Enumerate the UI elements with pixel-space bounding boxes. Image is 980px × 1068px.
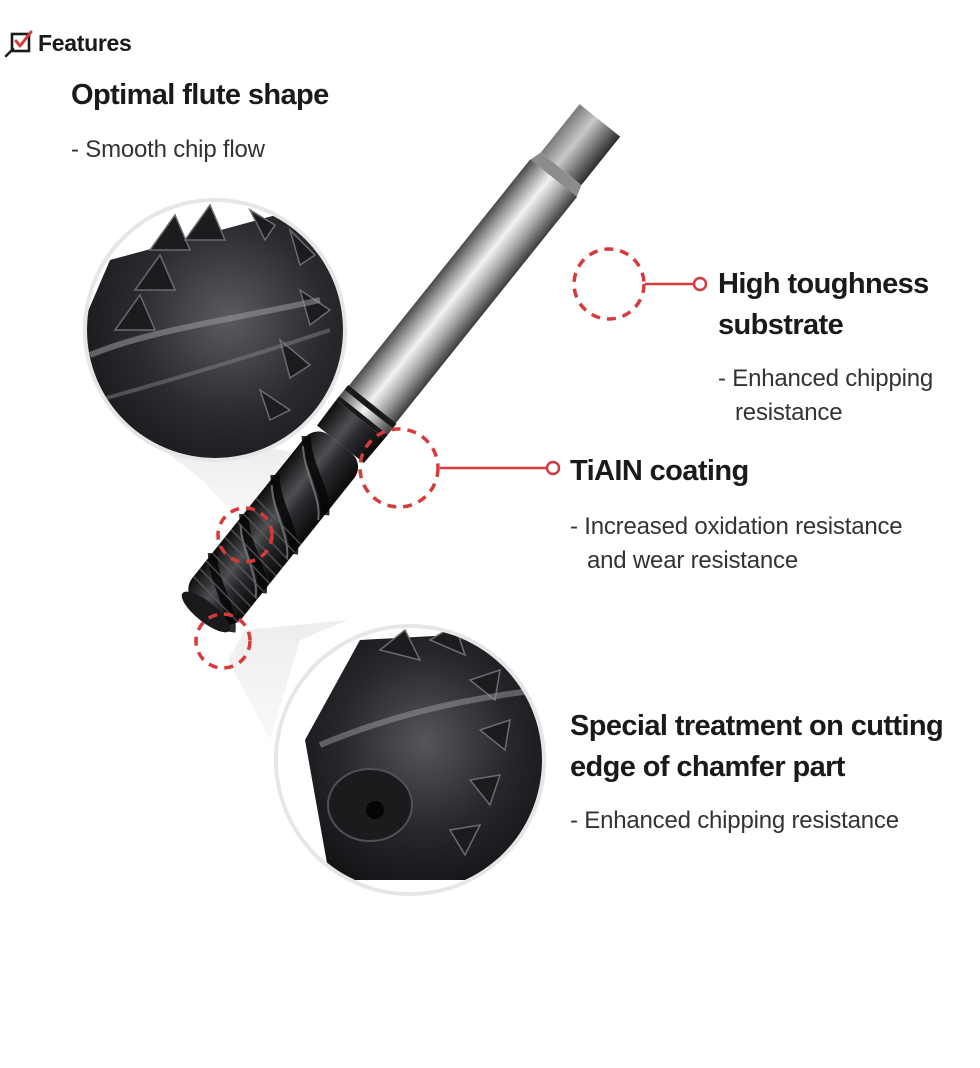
chamfer-feature-desc: - Enhanced chipping resistance [570, 804, 899, 838]
coating-feature-desc: - Increased oxidation resistance and wea… [570, 510, 903, 578]
features-header: Features [4, 28, 132, 58]
substrate-feature-desc: - Enhanced chipping resistance [718, 362, 933, 430]
desc-line: resistance [735, 399, 843, 426]
flute-highlight [216, 506, 274, 564]
chamfer-highlight [194, 612, 252, 670]
substrate-highlight [572, 247, 646, 321]
title-line: High toughness [718, 268, 929, 300]
desc-line: - Increased oxidation resistance [570, 513, 903, 540]
substrate-leader [645, 276, 708, 292]
coating-highlight [358, 427, 440, 509]
title-line: substrate [718, 309, 844, 341]
chamfer-zoom-circle [274, 624, 546, 896]
title-line: Special treatment on cutting [570, 710, 944, 742]
substrate-feature-title: High toughness substrate [718, 264, 929, 346]
desc-line: - Enhanced chipping [718, 365, 934, 392]
coating-feature-title: TiAIN coating [570, 455, 749, 487]
section-title: Features [38, 29, 132, 56]
tap-body [181, 104, 621, 633]
magnifier-cone-bottom [228, 620, 348, 740]
coating-leader [440, 460, 561, 476]
desc-line: - Smooth chip flow [71, 136, 265, 163]
magnifier-cone-top [158, 446, 292, 520]
chamfer-feature-title: Special treatment on cutting edge of cha… [570, 706, 944, 788]
desc-line: - Enhanced chipping resistance [570, 807, 899, 834]
flute-feature-desc: - Smooth chip flow [71, 133, 265, 167]
flute-feature-title: Optimal flute shape [71, 79, 329, 111]
desc-line: and wear resistance [587, 547, 798, 574]
checkbox-check-icon [4, 30, 33, 58]
title-line: edge of chamfer part [570, 751, 845, 783]
flute-zoom-circle [83, 198, 347, 462]
